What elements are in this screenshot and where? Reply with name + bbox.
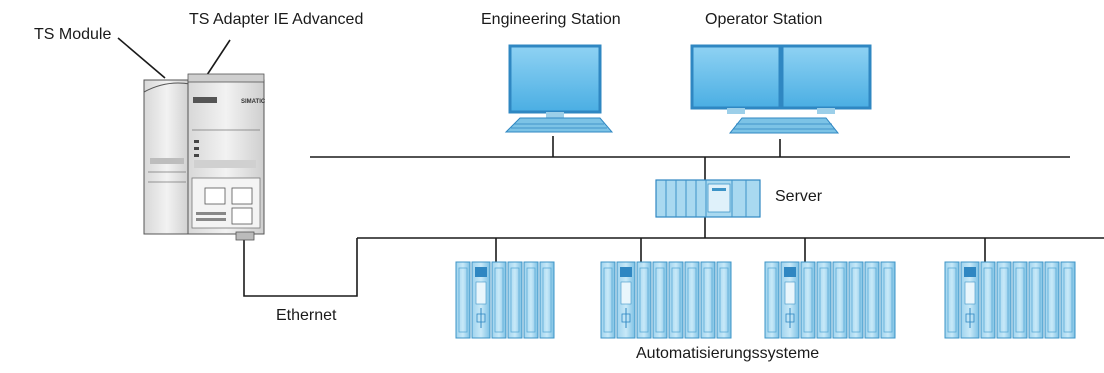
server-icon	[655, 179, 761, 218]
ethernet-port	[235, 231, 255, 241]
label-ts-module: TS Module	[34, 26, 112, 43]
ts-device: SIMATIC	[143, 73, 266, 241]
label-ts-adapter: TS Adapter IE Advanced	[189, 11, 364, 28]
network-lines	[117, 37, 1104, 297]
automation-system-1	[455, 261, 555, 339]
label-server: Server	[775, 188, 823, 205]
label-automation-systems: Automatisierungssysteme	[636, 345, 820, 362]
engineering-station-icon	[504, 44, 614, 133]
automation-system-2	[600, 261, 732, 339]
ts-module-body	[143, 79, 191, 235]
ts-module-pointer	[117, 37, 166, 79]
automation-system-4	[944, 261, 1076, 339]
label-ethernet: Ethernet	[276, 307, 337, 324]
label-operator-station: Operator Station	[705, 11, 823, 28]
ethernet-cable	[243, 238, 358, 297]
automation-system-3	[764, 261, 896, 339]
operator-station-icon	[690, 44, 872, 134]
simatic-logo-text: SIMATIC	[241, 99, 266, 105]
ts-adapter-pointer	[204, 39, 231, 79]
label-engineering-station: Engineering Station	[481, 11, 621, 28]
